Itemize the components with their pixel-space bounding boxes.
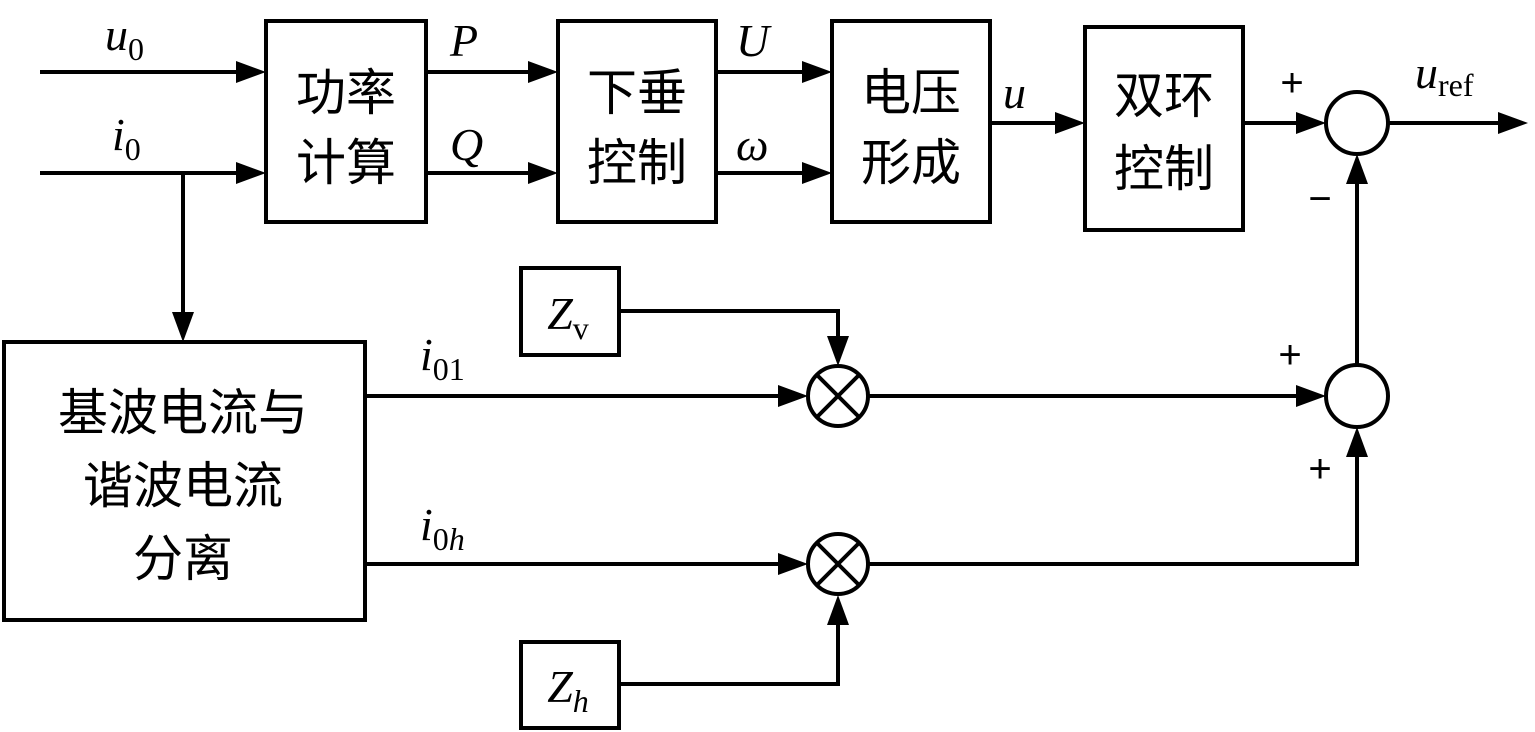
label-u: u bbox=[1003, 67, 1026, 118]
block-Zh: Zh bbox=[519, 640, 621, 730]
arrowhead-dual-to-sum bbox=[1296, 112, 1326, 134]
block-power-calc-line1: 功率 bbox=[296, 64, 396, 122]
label-i0h: i0h bbox=[420, 499, 465, 557]
multiplier-harmonic bbox=[806, 532, 870, 596]
label-Zh: Zh bbox=[547, 661, 589, 719]
label-omega: ω bbox=[736, 119, 768, 170]
arrowhead-U bbox=[802, 61, 832, 83]
block-droop-control: 下垂 控制 bbox=[556, 19, 718, 224]
wire-mult2-to-sum bbox=[869, 452, 1359, 566]
label-Zv: Zv bbox=[547, 288, 589, 346]
block-droop-control-line1: 下垂 bbox=[587, 64, 687, 122]
arrowhead-uref bbox=[1498, 112, 1528, 134]
arrowhead-mult1-to-sum bbox=[1296, 385, 1326, 407]
block-separation-line1: 基波电流与 bbox=[58, 384, 308, 442]
arrowhead-Zh bbox=[827, 595, 849, 625]
arrowhead-P bbox=[528, 61, 558, 83]
sign-top-plus: + bbox=[1280, 61, 1303, 105]
multiplier-fundamental bbox=[806, 364, 870, 428]
block-voltage-form-line2: 形成 bbox=[861, 134, 961, 192]
arrowhead-Q bbox=[528, 162, 558, 184]
block-Zv: Zv bbox=[519, 266, 621, 357]
sign-top-minus: − bbox=[1308, 177, 1331, 221]
summing-junction-bottom bbox=[1324, 363, 1390, 429]
summing-junction-top bbox=[1324, 90, 1390, 156]
label-uref: uref bbox=[1415, 47, 1474, 103]
block-dual-loop: 双环 控制 bbox=[1083, 25, 1245, 232]
arrowhead-i0 bbox=[236, 162, 266, 184]
block-voltage-form-line1: 电压 bbox=[861, 64, 961, 122]
label-i01: i01 bbox=[420, 329, 465, 387]
arrowhead-i01 bbox=[778, 385, 808, 407]
block-separation-line2: 谐波电流 bbox=[83, 457, 283, 515]
arrowhead-sum-to-sum bbox=[1346, 154, 1368, 184]
arrowhead-omega bbox=[802, 162, 832, 184]
arrowhead-u0 bbox=[236, 61, 266, 83]
block-droop-control-line2: 控制 bbox=[587, 134, 687, 192]
wires bbox=[40, 61, 1528, 686]
arrowhead-u bbox=[1055, 112, 1085, 134]
sign-bottom-plus-top: + bbox=[1278, 333, 1301, 377]
arrowhead-i0h bbox=[778, 553, 808, 575]
block-separation-line3: 分离 bbox=[133, 530, 233, 588]
label-U: U bbox=[736, 15, 772, 66]
sign-bottom-plus-bottom: + bbox=[1308, 447, 1331, 491]
arrowhead-i0-branch bbox=[172, 312, 194, 342]
arrowhead-mult2-to-sum bbox=[1346, 427, 1368, 457]
block-power-calc: 功率 计算 bbox=[264, 19, 428, 224]
block-dual-loop-line1: 双环 bbox=[1114, 67, 1214, 125]
block-separation: 基波电流与 谐波电流 分离 bbox=[2, 340, 367, 622]
wire-Zv bbox=[619, 309, 840, 341]
label-P: P bbox=[449, 15, 478, 66]
label-i0: i0 bbox=[112, 109, 141, 167]
label-u0: u0 bbox=[105, 9, 144, 67]
wire-Zh bbox=[619, 620, 840, 686]
label-Q: Q bbox=[450, 119, 483, 170]
block-voltage-form: 电压 形成 bbox=[830, 19, 992, 224]
block-dual-loop-line2: 控制 bbox=[1114, 140, 1214, 198]
arrowhead-Zv bbox=[827, 336, 849, 366]
block-power-calc-line2: 计算 bbox=[296, 134, 396, 192]
